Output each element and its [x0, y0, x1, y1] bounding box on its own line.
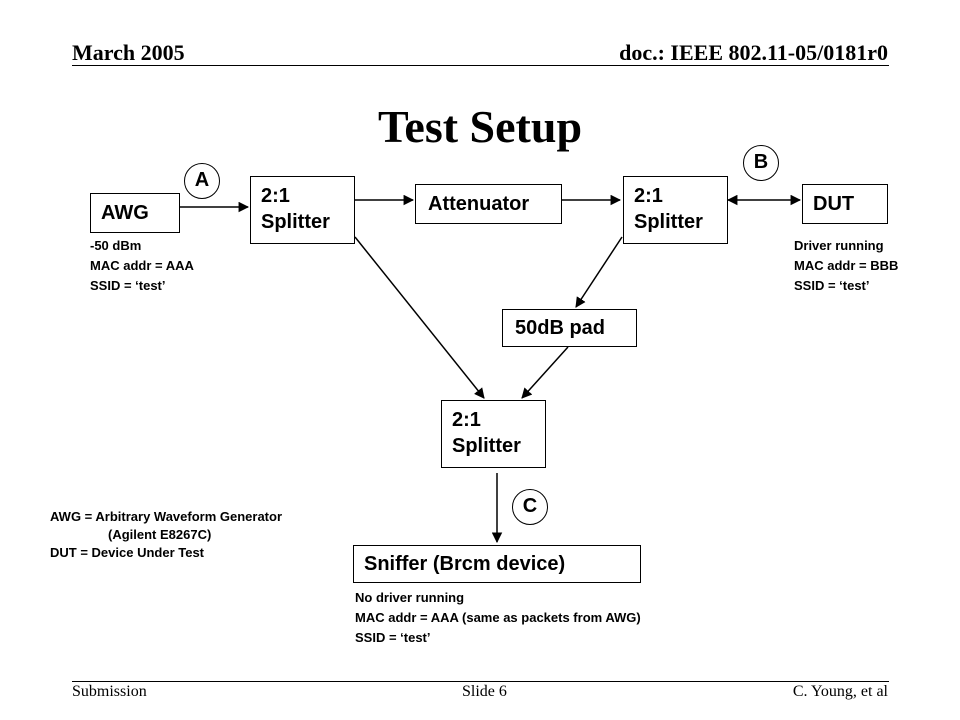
sniffer-driver: No driver running — [355, 590, 465, 605]
legend-dut: DUT = Device Under Test — [50, 545, 205, 560]
footer-rule — [72, 681, 889, 682]
splitter3-block: 2:1 Splitter — [441, 400, 546, 468]
header-rule — [72, 65, 889, 66]
legend-awg: AWG = Arbitrary Waveform Generator — [50, 509, 283, 524]
sniffer-block: Sniffer (Brcm device) — [353, 545, 641, 583]
pad-block: 50dB pad — [502, 309, 637, 347]
awg-mac: MAC addr = AAA — [90, 258, 194, 273]
attenuator-block: Attenuator — [415, 184, 562, 224]
sniffer-label: Sniffer (Brcm device) — [364, 553, 566, 575]
splitter1-label: Splitter — [261, 211, 330, 233]
splitter2-label: Splitter — [634, 211, 703, 233]
pad-label: 50dB pad — [515, 317, 606, 339]
awg-power: -50 dBm — [90, 238, 142, 253]
awg-block: AWG — [90, 193, 180, 233]
slide-title: Test Setup — [377, 101, 583, 152]
awg-label: AWG — [101, 202, 149, 224]
attenuator-label: Attenuator — [428, 193, 530, 215]
dut-ssid: SSID = ‘test’ — [794, 278, 870, 293]
splitter3-label: Splitter — [452, 435, 521, 457]
splitter2-block: 2:1 Splitter — [623, 176, 728, 244]
footer-author: C. Young, et al — [792, 683, 888, 700]
header-doc-id: doc.: IEEE 802.11-05/0181r0 — [619, 40, 888, 65]
splitter3-ratio: 2:1 — [452, 409, 481, 431]
marker-a: A — [184, 163, 220, 199]
footer-slide-number: Slide 6 — [462, 683, 507, 700]
splitter1-ratio: 2:1 — [261, 185, 290, 207]
dut-mac: MAC addr = BBB — [794, 258, 899, 273]
splitter1-block: 2:1 Splitter — [250, 176, 355, 244]
awg-notes: -50 dBm MAC addr = AAA SSID = ‘test’ — [90, 236, 194, 296]
sniffer-notes: No driver running MAC addr = AAA (same a… — [355, 588, 641, 648]
dut-notes: Driver running MAC addr = BBB SSID = ‘te… — [794, 236, 898, 296]
header-date: March 2005 — [72, 40, 185, 65]
wire-pad-splitter3 — [521, 346, 569, 399]
sniffer-mac: MAC addr = AAA (same as packets from AWG… — [355, 610, 641, 625]
awg-ssid: SSID = ‘test’ — [90, 278, 166, 293]
wire-splitter2-pad — [575, 236, 623, 308]
dut-block: DUT — [802, 184, 888, 224]
footer-submission: Submission — [72, 683, 147, 700]
dut-driver: Driver running — [794, 238, 884, 253]
marker-b: B — [743, 145, 779, 181]
legend-agilent: (Agilent E8267C) — [108, 527, 212, 542]
splitter2-ratio: 2:1 — [634, 185, 663, 207]
dut-label: DUT — [813, 193, 855, 215]
legend-notes: AWG = Arbitrary Waveform Generator (Agil… — [50, 508, 282, 562]
marker-c: C — [512, 489, 548, 525]
sniffer-ssid: SSID = ‘test’ — [355, 630, 431, 645]
wire-splitter1-splitter3 — [354, 236, 485, 399]
